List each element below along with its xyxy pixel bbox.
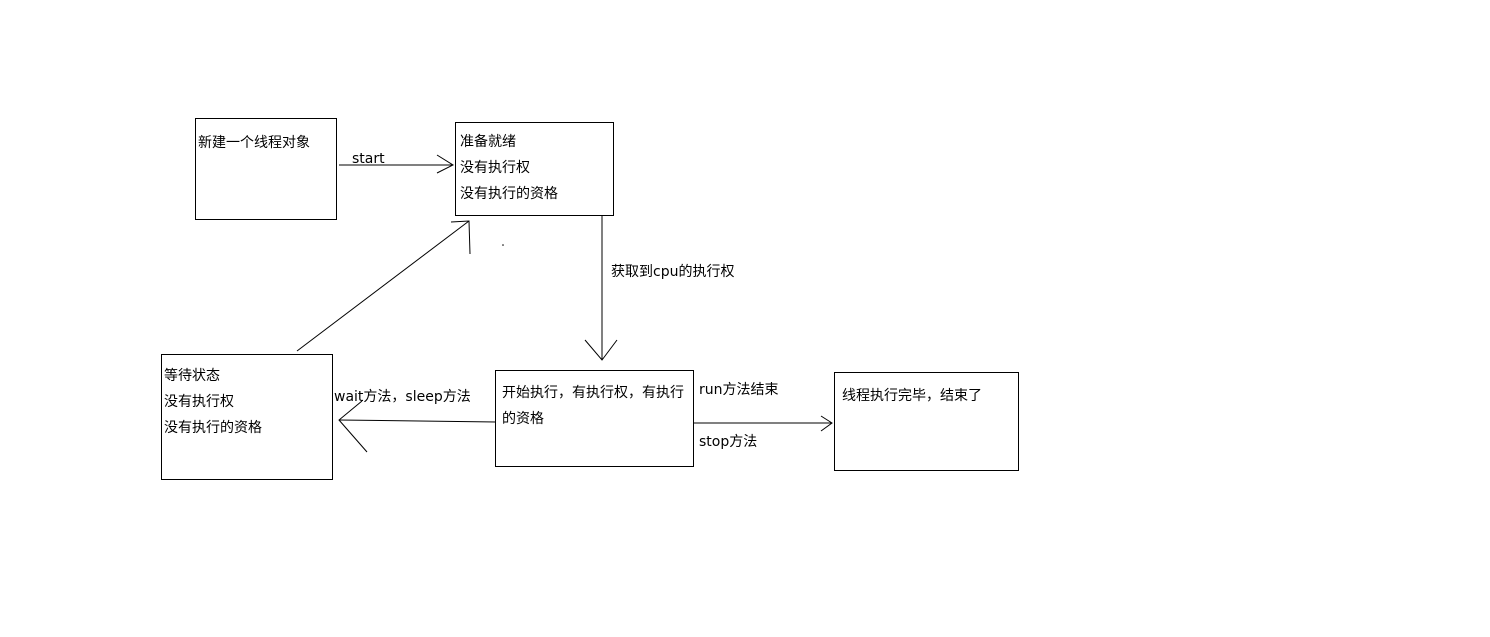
state-ready: 准备就绪 没有执行权 没有执行的资格 (455, 122, 614, 216)
state-terminated: 线程执行完毕，结束了 (834, 372, 1019, 471)
state-running: 开始执行，有执行权，有执行的资格 (495, 370, 694, 467)
edge-get-cpu (584, 216, 618, 361)
state-terminated-line-1: 线程执行完毕，结束了 (842, 388, 982, 404)
stray-dot (502, 244, 504, 246)
label-start: start (352, 151, 385, 167)
label-stop: stop方法 (699, 434, 758, 450)
state-ready-line-3: 没有执行的资格 (460, 186, 558, 202)
state-new: 新建一个线程对象 (195, 118, 337, 220)
state-ready-line-1: 准备就绪 (460, 134, 516, 150)
state-new-line-1: 新建一个线程对象 (198, 135, 310, 151)
state-waiting-line-1: 等待状态 (164, 368, 220, 384)
edge-start (339, 154, 455, 174)
state-ready-line-2: 没有执行权 (460, 160, 530, 176)
label-wait-sleep: wait方法，sleep方法 (334, 389, 471, 405)
label-run-end: run方法结束 (699, 382, 779, 398)
state-waiting-line-2: 没有执行权 (164, 394, 234, 410)
state-running-text: 开始执行，有执行权，有执行的资格 (502, 385, 684, 427)
edge-wait-sleep (338, 400, 497, 453)
edge-run-end (694, 415, 833, 432)
state-waiting: 等待状态 没有执行权 没有执行的资格 (161, 354, 333, 480)
label-get-cpu: 获取到cpu的执行权 (611, 264, 735, 280)
state-waiting-line-3: 没有执行的资格 (164, 420, 262, 436)
edge-wait-to-ready (296, 220, 471, 352)
